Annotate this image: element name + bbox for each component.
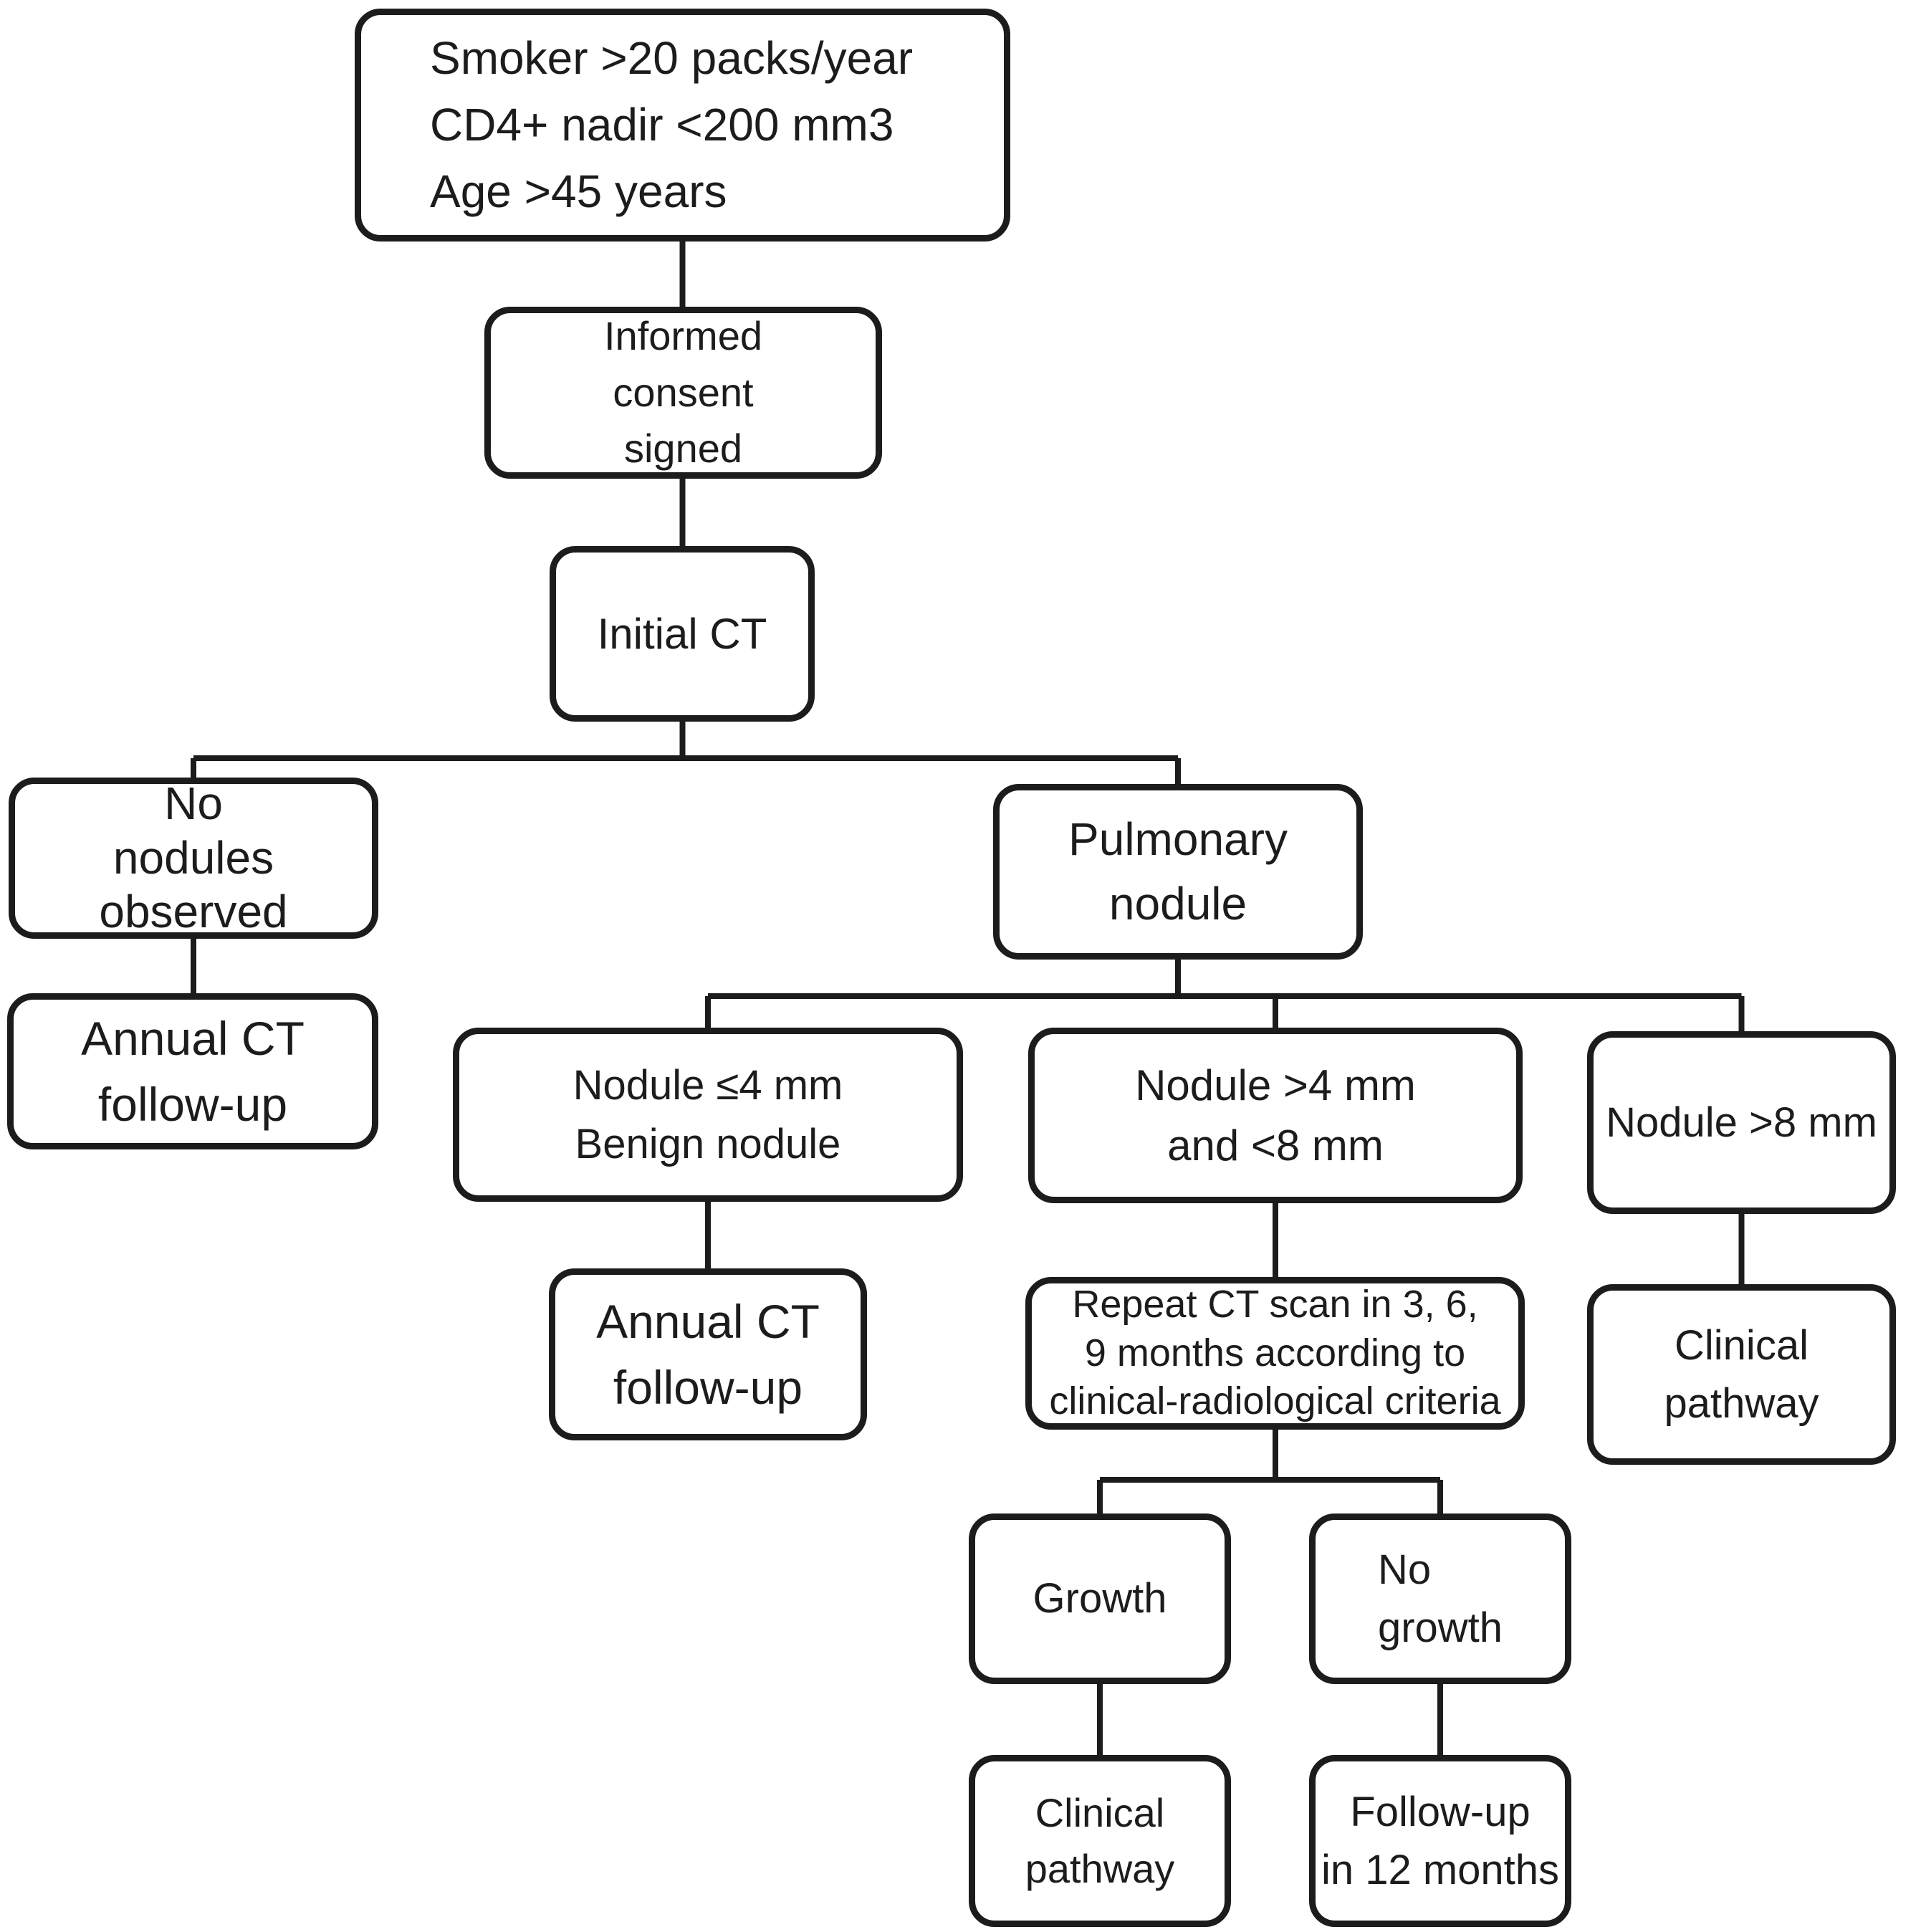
nodule-4-8-line-2: and <8 mm (1167, 1121, 1384, 1170)
criteria-line-1: Smoker >20 packs/year (430, 32, 914, 85)
pulmonary-line-1: Pulmonary (1068, 813, 1288, 865)
node-pulmonary-nodule: Pulmonary nodule (993, 784, 1363, 960)
node-annual-ct-followup-left: Annual CT follow-up (7, 993, 378, 1149)
clinical-right-line-2: pathway (1664, 1380, 1819, 1427)
clinical-right-line-1: Clinical (1675, 1321, 1809, 1369)
annual-ct-mid-line-1: Annual CT (596, 1294, 820, 1348)
node-nodule-le-4mm: Nodule ≤4 mm Benign nodule (453, 1028, 963, 1202)
annual-ct-mid-line-2: follow-up (613, 1361, 803, 1414)
no-growth-line-2: growth (1377, 1605, 1503, 1651)
node-no-nodules-observed: No nodules observed (9, 778, 378, 939)
nodule-4-8-line-1: Nodule >4 mm (1135, 1061, 1416, 1109)
growth-label: Growth (1033, 1575, 1167, 1622)
no-growth-line-1: No (1377, 1546, 1432, 1593)
node-repeat-ct-scan: Repeat CT scan in 3, 6, 9 months accordi… (1025, 1277, 1525, 1430)
repeat-ct-line-1: Repeat CT scan in 3, 6, (1072, 1283, 1478, 1326)
clinical-bottom-line-1: Clinical (1035, 1789, 1165, 1835)
node-nodule-4-8mm: Nodule >4 mm and <8 mm (1028, 1028, 1523, 1203)
node-screening-criteria: Smoker >20 packs/year CD4+ nadir <200 mm… (355, 9, 1010, 242)
node-clinical-pathway-right: Clinical pathway (1587, 1284, 1896, 1465)
node-informed-consent: Informed consent signed (484, 307, 882, 479)
no-nodules-line-3: observed (99, 886, 288, 938)
repeat-ct-line-2: 9 months according to (1084, 1331, 1466, 1374)
nodule-le4-line-2: Benign nodule (575, 1120, 841, 1167)
criteria-line-3: Age >45 years (430, 165, 727, 217)
node-initial-ct: Initial CT (550, 546, 815, 722)
node-no-growth: No growth (1309, 1513, 1571, 1684)
consent-line-3: signed (623, 426, 743, 472)
criteria-line-2: CD4+ nadir <200 mm3 (430, 99, 894, 151)
no-nodules-line-2: nodules (112, 831, 274, 884)
consent-line-2: consent (613, 369, 754, 415)
followup-12-line-1: Follow-up (1350, 1788, 1530, 1835)
clinical-bottom-line-2: pathway (1025, 1846, 1175, 1891)
initial-ct-label: Initial CT (597, 609, 767, 658)
node-clinical-pathway-bottom: Clinical pathway (969, 1755, 1231, 1927)
repeat-ct-line-3: clinical-radiological criteria (1049, 1379, 1501, 1423)
annual-ct-left-line-2: follow-up (97, 1078, 288, 1131)
node-annual-ct-followup-mid: Annual CT follow-up (549, 1268, 867, 1440)
nodule-gt8-label: Nodule >8 mm (1606, 1099, 1877, 1146)
node-nodule-gt-8mm: Nodule >8 mm (1587, 1031, 1896, 1214)
consent-line-1: Informed (604, 313, 762, 359)
annual-ct-left-line-1: Annual CT (81, 1011, 305, 1065)
followup-12-line-2: in 12 months (1321, 1847, 1560, 1893)
connector-path (191, 242, 1745, 1755)
node-growth: Growth (969, 1513, 1231, 1684)
no-nodules-line-1: No (164, 778, 223, 830)
node-followup-12-months: Follow-up in 12 months (1309, 1755, 1571, 1927)
pulmonary-line-2: nodule (1108, 877, 1247, 929)
nodule-le4-line-1: Nodule ≤4 mm (573, 1062, 843, 1109)
